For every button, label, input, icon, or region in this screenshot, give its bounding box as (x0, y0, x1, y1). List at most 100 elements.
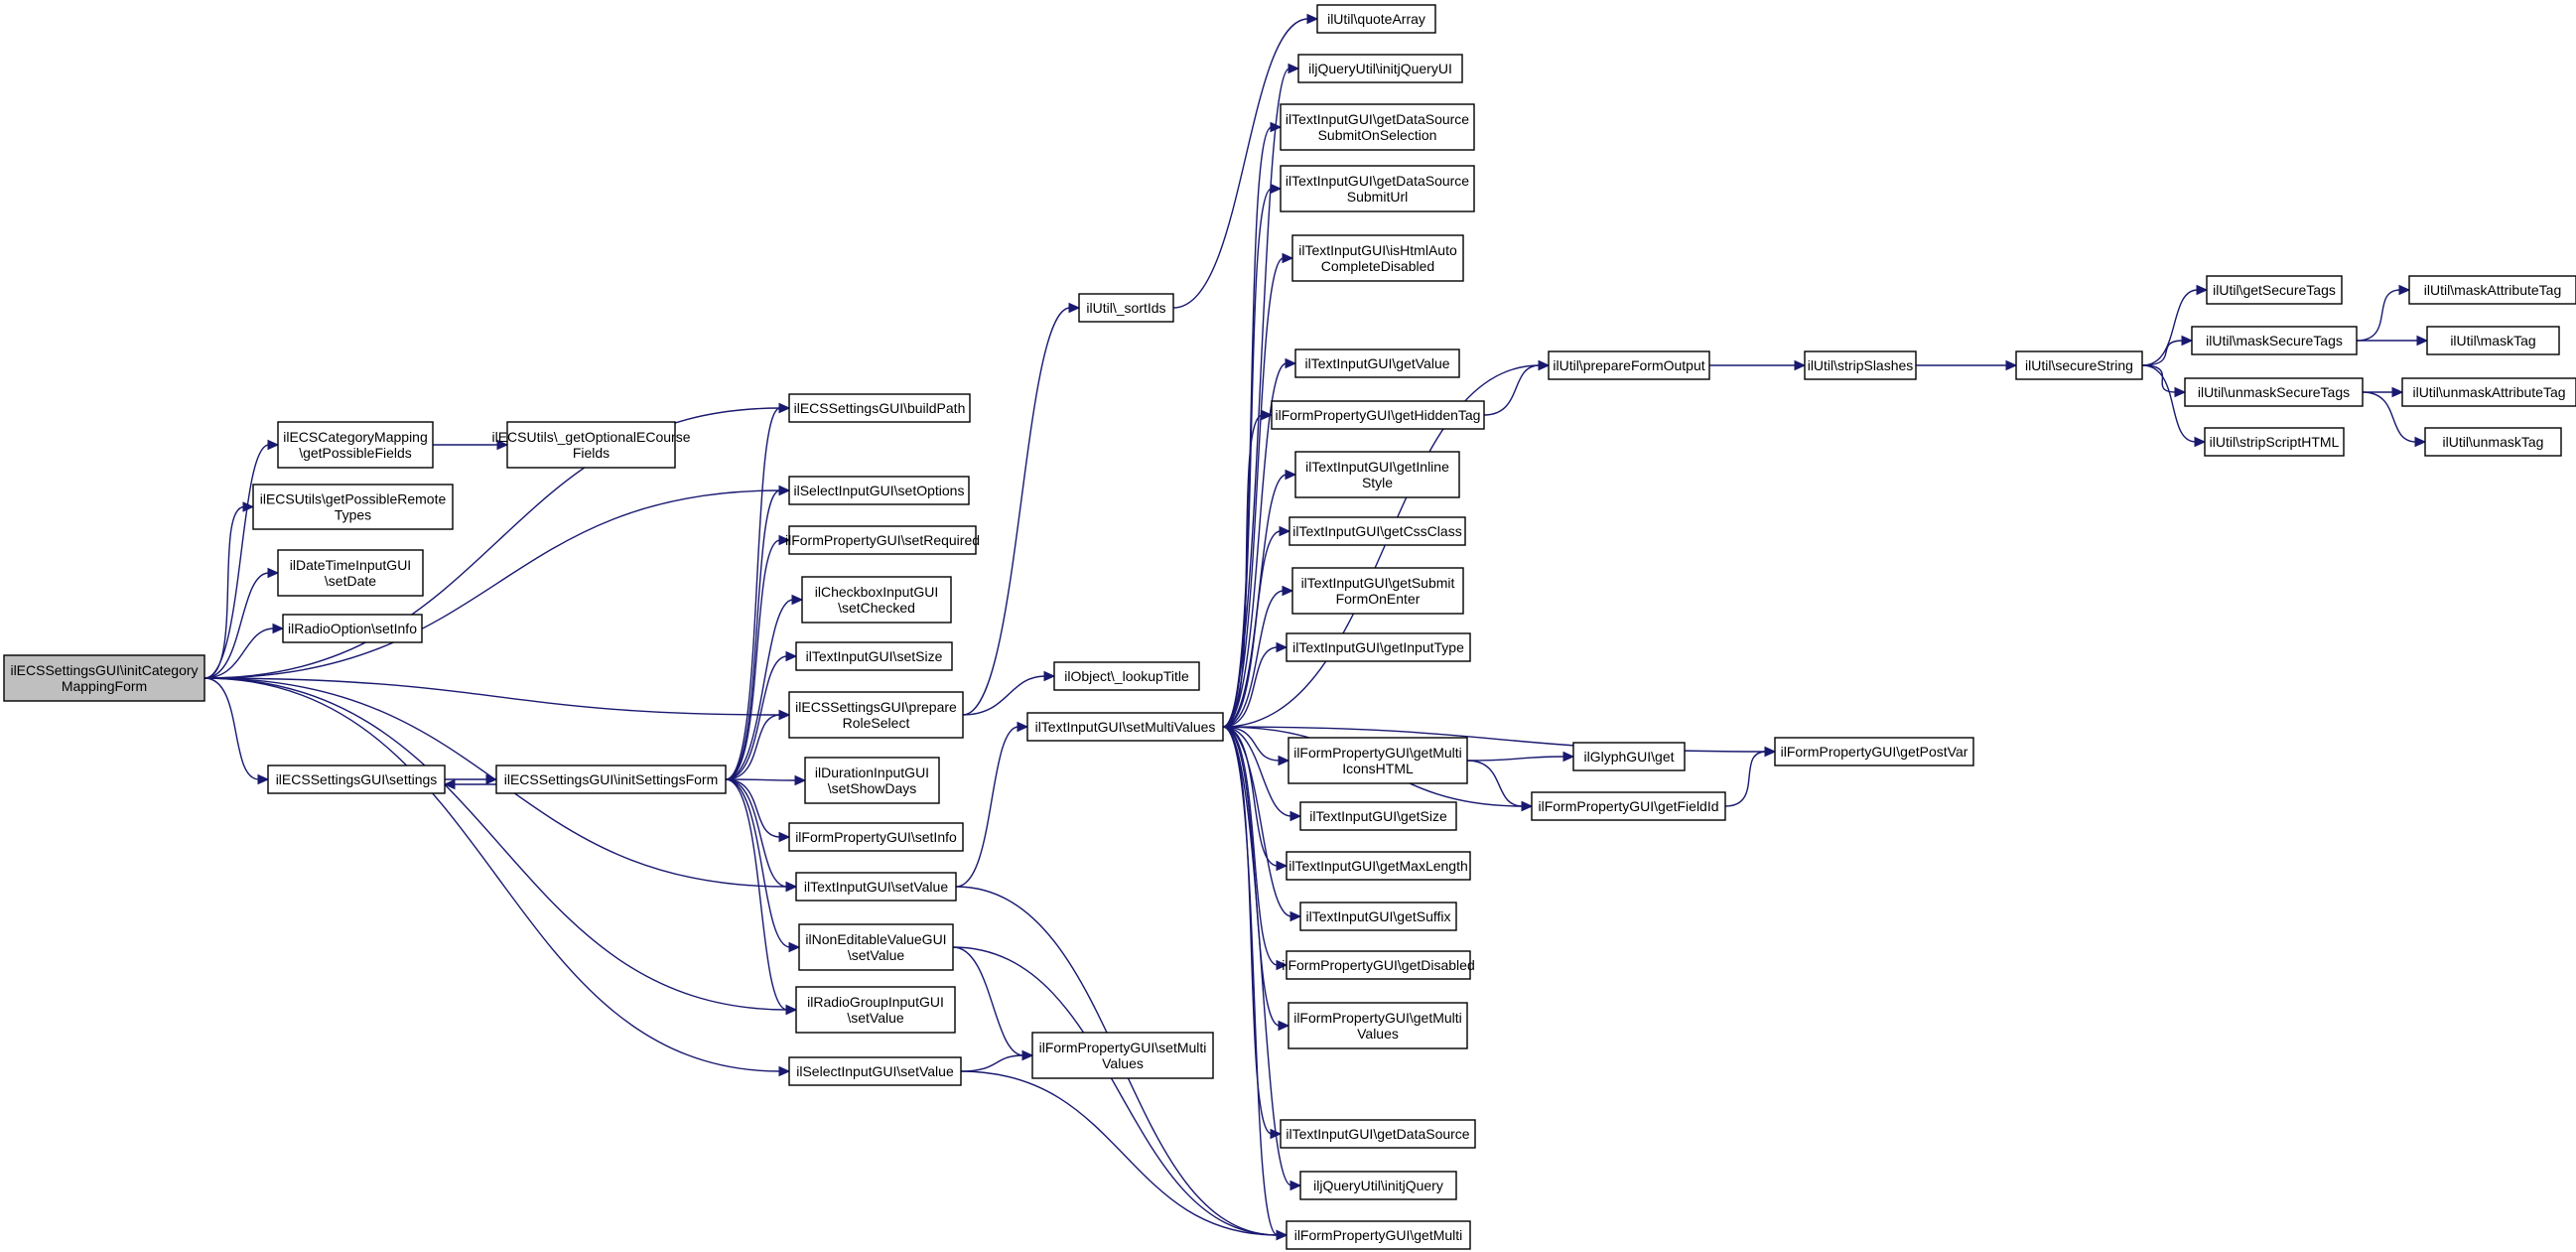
node-getSize[interactable]: ilTextInputGUI\getSize (1299, 801, 1457, 831)
node-getValue[interactable]: ilTextInputGUI\getValue (1294, 348, 1460, 378)
node-maskSecureTags[interactable]: ilUtil\maskSecureTags (2191, 326, 2358, 355)
edge-maskSecureTags-to-maskAttrTag (2356, 284, 2411, 342)
node-label-line: ilECSSettingsGUI\settings (276, 771, 438, 787)
edge-arrowhead (788, 941, 801, 953)
node-label-line: IconsHTML (1342, 761, 1414, 776)
edge-arrowhead (778, 1065, 791, 1077)
node-box (1297, 54, 1463, 83)
node-getDataSource[interactable]: ilTextInputGUI\getDataSource (1280, 1119, 1476, 1149)
node-initjQueryUI[interactable]: iljQueryUtil\initjQueryUI (1297, 54, 1463, 83)
node-label-line: ilFormPropertyGUI\getMulti (1294, 1227, 1463, 1243)
node-secureString[interactable]: ilUtil\secureString (2015, 350, 2143, 380)
node-box (1026, 712, 1224, 742)
node-label-line: FormOnEnter (1336, 591, 1421, 607)
edge-line (1222, 726, 1279, 966)
node-box (3, 654, 205, 702)
edge-line (725, 714, 781, 780)
node-stripScript[interactable]: ilUtil\stripScriptHTML (2204, 427, 2345, 457)
node-buildPath[interactable]: ilECSSettingsGUI\buildPath (788, 393, 971, 423)
node-getDisabled[interactable]: ilFormPropertyGUI\getDisabled (1282, 950, 1475, 980)
node-getInputType[interactable]: ilTextInputGUI\getInputType (1286, 632, 1471, 662)
node-box (1291, 567, 1464, 615)
node-glyphGet[interactable]: ilGlyphGUI\get (1572, 742, 1686, 771)
node-getMaxLength[interactable]: ilTextInputGUI\getMaxLength (1286, 851, 1471, 881)
node-durShowDays[interactable]: ilDurationInputGUI\setShowDays (804, 757, 940, 804)
edge-initSettings-to-tiSetValue (725, 778, 798, 893)
node-maskAttrTag[interactable]: ilUtil\maskAttributeTag (2408, 275, 2576, 305)
node-getCssClass[interactable]: ilTextInputGUI\getCssClass (1288, 516, 1466, 546)
edge-arrowhead (1276, 959, 1288, 971)
node-getHiddenTag[interactable]: ilFormPropertyGUI\getHiddenTag (1271, 400, 1485, 430)
node-prepFormOut[interactable]: ilUtil\prepareFormOutput (1548, 350, 1710, 380)
node-box (795, 641, 953, 671)
node-dsSubmitSel[interactable]: ilTextInputGUI\getDataSourceSubmitOnSele… (1280, 103, 1475, 151)
edge-arrowhead (1306, 13, 1319, 25)
node-tiSetMulti[interactable]: ilTextInputGUI\setMultiValues (1026, 712, 1224, 742)
node-quoteArray[interactable]: ilUtil\quoteArray (1316, 4, 1436, 34)
node-label-line: ilUtil\quoteArray (1327, 11, 1425, 27)
node-fpSetInfo[interactable]: ilFormPropertyGUI\setInfo (788, 822, 964, 852)
node-maskTag[interactable]: ilUtil\maskTag (2426, 326, 2560, 355)
node-settings[interactable]: ilECSSettingsGUI\settings (267, 765, 446, 794)
node-catMap[interactable]: ilECSCategoryMapping\getPossibleFields (277, 421, 434, 469)
node-fpSetRequired[interactable]: ilFormPropertyGUI\setRequired (785, 525, 980, 555)
node-isHtmlAuto[interactable]: ilTextInputGUI\isHtmlAutoCompleteDisable… (1291, 234, 1464, 282)
node-getPostVar[interactable]: ilFormPropertyGUI\getPostVar (1774, 737, 1974, 766)
node-unmaskTag[interactable]: ilUtil\unmaskTag (2424, 427, 2562, 457)
node-label-line: ilFormPropertyGUI\getHiddenTag (1276, 407, 1481, 423)
edge-tiSetMulti-to-getDisabled (1222, 726, 1288, 971)
edge-tiSetMulti-to-getMaxLength (1222, 726, 1288, 872)
node-label-line: ilGlyphGUI\get (1583, 749, 1674, 765)
node-selSetValue[interactable]: ilSelectInputGUI\setValue (788, 1056, 962, 1086)
edge-line (1172, 18, 1309, 309)
node-label-line: ilUtil\maskTag (2450, 333, 2535, 348)
edge-maskSecureTags-to-maskTag (2357, 335, 2429, 347)
edge-arrowhead (1289, 1180, 1302, 1191)
node-box (1286, 950, 1471, 980)
node-box (2401, 377, 2576, 407)
node-box (277, 421, 434, 469)
edge-neSetValue-to-getMulti (952, 946, 1288, 1241)
edge-line (203, 627, 275, 679)
node-sortIds[interactable]: ilUtil\_sortIds (1078, 293, 1174, 323)
node-getMulti[interactable]: ilFormPropertyGUI\getMulti (1286, 1220, 1471, 1250)
node-box (1316, 4, 1436, 34)
node-cbSetChecked[interactable]: ilCheckboxInputGUI\setChecked (801, 576, 952, 624)
node-selSetOptions[interactable]: ilSelectInputGUI\setOptions (788, 476, 970, 505)
edge-root-to-settings (203, 677, 270, 785)
edge-arrowhead (1276, 641, 1288, 653)
node-fpSetMulti[interactable]: ilFormPropertyGUI\setMultiValues (1031, 1032, 1214, 1079)
node-tiSetSize[interactable]: ilTextInputGUI\setSize (795, 641, 953, 671)
node-rgSetValue[interactable]: ilRadioGroupInputGUI\setValue (795, 986, 956, 1034)
node-dtSetDate[interactable]: ilDateTimeInputGUI\setDate (277, 549, 424, 597)
node-box (2204, 427, 2345, 457)
node-lookupTitle[interactable]: ilObject\_lookupTitle (1053, 661, 1200, 691)
edge-arrowhead (242, 501, 255, 512)
node-initSettings[interactable]: ilECSSettingsGUI\initSettingsForm (495, 765, 727, 794)
node-label-line: ilUtil\maskSecureTags (2206, 333, 2343, 348)
node-box (1291, 234, 1464, 282)
edge-tiSetMulti-to-dsSubmitSel (1222, 121, 1283, 728)
node-getSecureTags[interactable]: ilUtil\getSecureTags (2206, 275, 2343, 305)
node-getSuffix[interactable]: ilTextInputGUI\getSuffix (1299, 902, 1457, 931)
node-getFieldId[interactable]: ilFormPropertyGUI\getFieldId (1531, 791, 1726, 821)
node-radioInfo[interactable]: ilRadioOption\setInfo (282, 614, 423, 643)
node-unmaskSecureTags[interactable]: ilUtil\unmaskSecureTags (2184, 377, 2364, 407)
node-box (506, 421, 676, 469)
edge-line (725, 778, 788, 1011)
node-neSetValue[interactable]: ilNonEditableValueGUI\setValue (798, 923, 954, 971)
node-box (1286, 632, 1471, 662)
node-unmaskAttrTag[interactable]: ilUtil\unmaskAttributeTag (2401, 377, 2576, 407)
node-stripSlashes[interactable]: ilUtil\stripSlashes (1804, 350, 1917, 380)
node-initjQuery[interactable]: iljQueryUtil\initjQuery (1299, 1171, 1457, 1200)
node-tiSetValue[interactable]: ilTextInputGUI\setValue (795, 872, 957, 902)
